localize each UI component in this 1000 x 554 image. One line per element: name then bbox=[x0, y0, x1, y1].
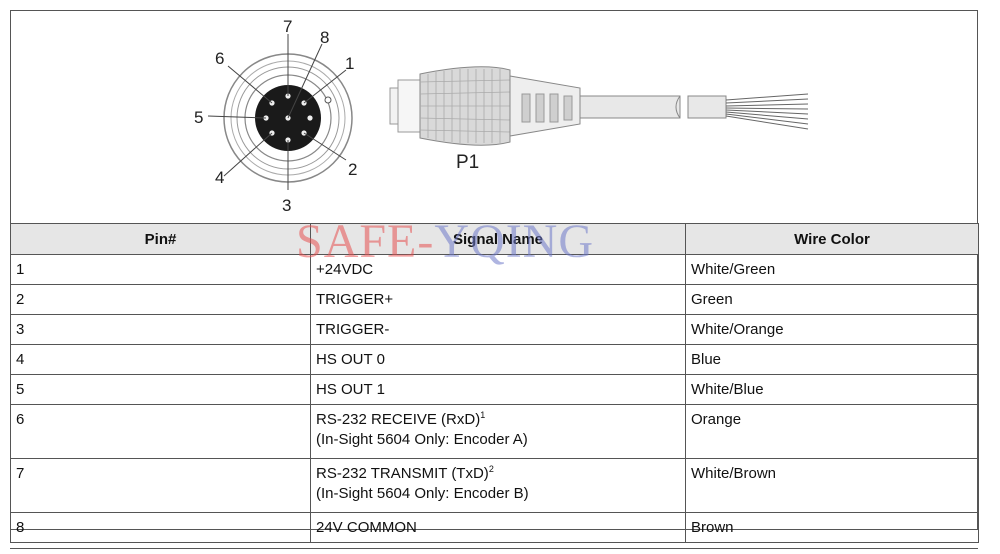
signal-cell: RS-232 TRANSMIT (TxD)2 (In-Sight 5604 On… bbox=[310, 458, 686, 513]
signal-text: RS-232 TRANSMIT (TxD) bbox=[316, 465, 489, 482]
bottom-rule bbox=[10, 548, 978, 549]
signal-cell: HS OUT 0 bbox=[310, 344, 686, 375]
table-row: 8 24V COMMON Brown bbox=[10, 512, 979, 543]
signal-note: (In-Sight 5604 Only: Encoder A) bbox=[316, 431, 528, 448]
signal-cell: RS-232 RECEIVE (RxD)1 (In-Sight 5604 Onl… bbox=[310, 404, 686, 459]
wire-color-cell: White/Green bbox=[685, 254, 979, 285]
pin-label-1: 1 bbox=[345, 54, 354, 73]
wire-color-cell: Blue bbox=[685, 344, 979, 375]
signal-cell: TRIGGER- bbox=[310, 314, 686, 345]
pin-label-8: 8 bbox=[320, 28, 329, 47]
pin-cell: 6 bbox=[10, 404, 311, 459]
signal-cell: HS OUT 1 bbox=[310, 374, 686, 405]
table-row: 6 RS-232 RECEIVE (RxD)1 (In-Sight 5604 O… bbox=[10, 404, 979, 459]
pin-cell: 2 bbox=[10, 284, 311, 315]
pin-label-4: 4 bbox=[215, 168, 224, 187]
wire-color-cell: Green bbox=[685, 284, 979, 315]
header-wire-color: Wire Color bbox=[685, 223, 979, 255]
pin-label-7: 7 bbox=[283, 17, 292, 36]
signal-cell: TRIGGER+ bbox=[310, 284, 686, 315]
signal-cell: +24VDC bbox=[310, 254, 686, 285]
pin-cell: 4 bbox=[10, 344, 311, 375]
table-row: 7 RS-232 TRANSMIT (TxD)2 (In-Sight 5604 … bbox=[10, 458, 979, 513]
table-row: 4 HS OUT 0 Blue bbox=[10, 344, 979, 375]
header-pin: Pin# bbox=[10, 223, 311, 255]
pin-cell: 8 bbox=[10, 512, 311, 543]
table-row: 1 +24VDC White/Green bbox=[10, 254, 979, 285]
footnote-marker: 2 bbox=[488, 464, 494, 474]
table-row: 3 TRIGGER- White/Orange bbox=[10, 314, 979, 345]
signal-text: RS-232 RECEIVE (RxD) bbox=[316, 411, 481, 428]
wire-color-cell: White/Brown bbox=[685, 458, 979, 513]
cable-illustration bbox=[389, 66, 809, 146]
pin-cell: 1 bbox=[10, 254, 311, 285]
wire-color-cell: Brown bbox=[685, 512, 979, 543]
pin-leader-lines bbox=[207, 34, 347, 190]
pin-label-2: 2 bbox=[348, 160, 357, 179]
connector-label: P1 bbox=[456, 152, 479, 173]
connector-pins bbox=[263, 93, 313, 143]
wire-color-cell: Orange bbox=[685, 404, 979, 459]
table-row: 5 HS OUT 1 White/Blue bbox=[10, 374, 979, 405]
pin-cell: 5 bbox=[10, 374, 311, 405]
pin-label-5: 5 bbox=[194, 108, 203, 127]
pin-label-6: 6 bbox=[215, 49, 224, 68]
header-signal-name: Signal Name bbox=[310, 223, 686, 255]
footnote-marker: 1 bbox=[480, 410, 486, 420]
pinout-table: Pin# Signal Name Wire Color 1 +24VDC Whi… bbox=[10, 223, 979, 543]
wire-color-cell: White/Blue bbox=[685, 374, 979, 405]
pin-label-3: 3 bbox=[282, 196, 291, 215]
table-row: 2 TRIGGER+ Green bbox=[10, 284, 979, 315]
connector-diagram: 7 8 1 6 5 4 2 3 bbox=[194, 17, 809, 215]
table-header-row: Pin# Signal Name Wire Color bbox=[10, 223, 979, 255]
wire-color-cell: White/Orange bbox=[685, 314, 979, 345]
signal-cell: 24V COMMON bbox=[310, 512, 686, 543]
pin-cell: 7 bbox=[10, 458, 311, 513]
pin-cell: 3 bbox=[10, 314, 311, 345]
signal-note: (In-Sight 5604 Only: Encoder B) bbox=[316, 485, 529, 502]
